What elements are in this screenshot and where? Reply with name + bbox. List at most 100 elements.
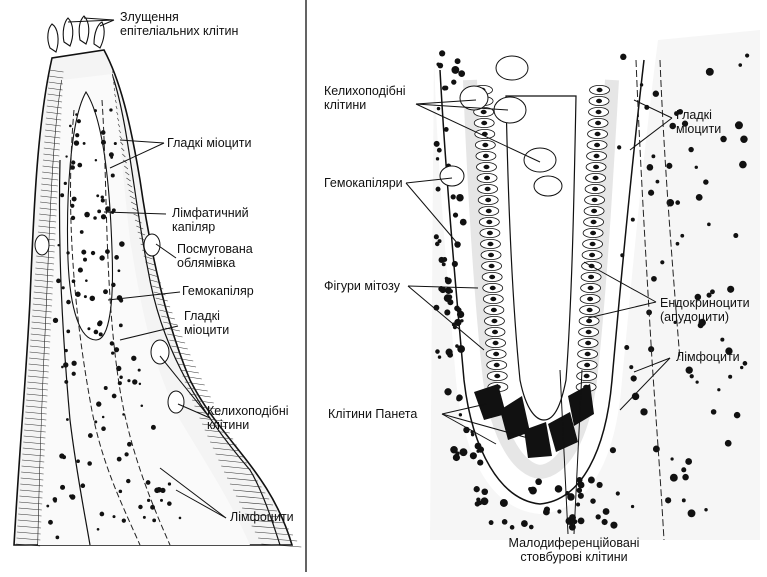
stromal-cell	[167, 501, 172, 506]
stromal-cell	[53, 497, 58, 502]
stromal-cell	[61, 486, 64, 489]
nucleus	[596, 99, 602, 103]
stromal-cell	[436, 157, 439, 160]
stromal-cell	[578, 493, 584, 499]
stromal-cell	[72, 372, 76, 376]
stromal-cell	[451, 194, 456, 199]
label-line: Ендокриноцити	[660, 296, 750, 310]
stromal-cell	[474, 486, 480, 492]
stromal-cell	[690, 374, 694, 378]
nucleus	[487, 242, 493, 246]
stromal-cell	[118, 269, 121, 272]
nucleus	[587, 297, 593, 301]
stromal-cell	[617, 145, 621, 149]
stromal-cell	[87, 461, 92, 466]
stromal-cell	[670, 457, 673, 460]
stromal-cell	[438, 355, 441, 358]
stromal-cell	[94, 420, 97, 423]
stromal-cell	[77, 119, 81, 123]
stromal-cell	[72, 279, 76, 283]
nucleus	[595, 132, 601, 136]
stromal-cell	[447, 352, 453, 358]
stromal-cell	[455, 344, 459, 348]
stromal-cell	[110, 341, 114, 345]
label-smooth-myocytes-2: Гладкі міоцити	[184, 309, 229, 337]
stromal-cell	[119, 241, 125, 247]
stromal-cell	[94, 109, 97, 112]
stromal-cell	[138, 369, 141, 372]
label-line: міоцити	[184, 323, 229, 337]
stromal-cell	[444, 294, 452, 302]
nucleus	[593, 165, 599, 169]
stromal-cell	[596, 514, 601, 519]
stromal-cell	[95, 159, 97, 161]
stromal-cell	[101, 140, 106, 145]
nucleus	[489, 275, 495, 279]
stromal-cell	[436, 187, 441, 192]
stromal-cell	[435, 242, 440, 247]
stromal-cell	[576, 502, 580, 506]
stromal-cell	[686, 367, 693, 374]
stromal-cell	[453, 212, 458, 217]
nucleus	[490, 297, 496, 301]
nucleus	[486, 220, 492, 224]
stromal-cell	[685, 458, 692, 465]
stromal-cell	[675, 200, 680, 205]
stromal-cell	[456, 394, 462, 400]
stromal-cell	[457, 311, 464, 318]
stromal-cell	[71, 160, 75, 164]
stromal-cell	[94, 330, 99, 335]
stromal-cell	[578, 517, 585, 524]
stromal-cell	[720, 136, 726, 142]
stromal-cell	[101, 198, 105, 202]
stromal-cell	[476, 498, 480, 502]
stromal-cell	[114, 347, 119, 352]
stromal-cell	[437, 148, 442, 153]
crypt-drawing	[406, 30, 760, 540]
nucleus	[487, 231, 493, 235]
stromal-cell	[647, 164, 654, 171]
stromal-cell	[610, 522, 617, 529]
nucleus	[585, 352, 591, 356]
nucleus	[588, 275, 594, 279]
stromal-cell	[720, 338, 724, 342]
stromal-cell	[656, 180, 660, 184]
label-line: Гладкі	[676, 108, 721, 122]
label-line: Злущення	[120, 10, 238, 24]
stromal-cell	[629, 365, 633, 369]
nucleus	[485, 198, 491, 202]
stromal-cell	[631, 218, 635, 222]
label-line: епітеліальних клітин	[120, 24, 238, 38]
stromal-cell	[695, 166, 698, 169]
stromal-cell	[459, 448, 467, 456]
label-line: Лімфоцити	[676, 350, 740, 364]
stromal-cell	[704, 508, 707, 511]
stromal-cell	[152, 518, 156, 522]
stromal-cell	[75, 133, 79, 137]
stromal-cell	[111, 174, 115, 178]
stromal-cell	[452, 261, 458, 267]
stromal-cell	[97, 528, 100, 531]
stromal-cell	[146, 480, 151, 485]
stromal-cell	[48, 520, 53, 525]
stromal-cell	[127, 379, 130, 382]
stromal-cell	[616, 491, 620, 495]
stromal-cell	[71, 361, 76, 366]
stromal-cell	[91, 251, 95, 255]
stromal-cell	[84, 295, 87, 298]
label-smooth-myocytes-right: Гладкі міоцити	[676, 108, 721, 136]
stromal-cell	[101, 130, 106, 135]
stromal-cell	[631, 375, 637, 381]
stromal-cell	[122, 519, 126, 523]
stromal-cell	[70, 204, 74, 208]
stromal-cell	[96, 401, 101, 406]
stromal-cell	[442, 262, 446, 266]
stromal-cell	[696, 194, 703, 201]
stromal-cell	[150, 505, 155, 510]
label-hemocapillaries: Гемокапіляри	[324, 176, 403, 190]
stromal-cell	[434, 234, 439, 239]
hemocapillary-crypt	[440, 166, 464, 186]
stromal-cell	[147, 499, 150, 502]
stromal-cell	[59, 453, 64, 458]
stromal-cell	[85, 279, 88, 282]
